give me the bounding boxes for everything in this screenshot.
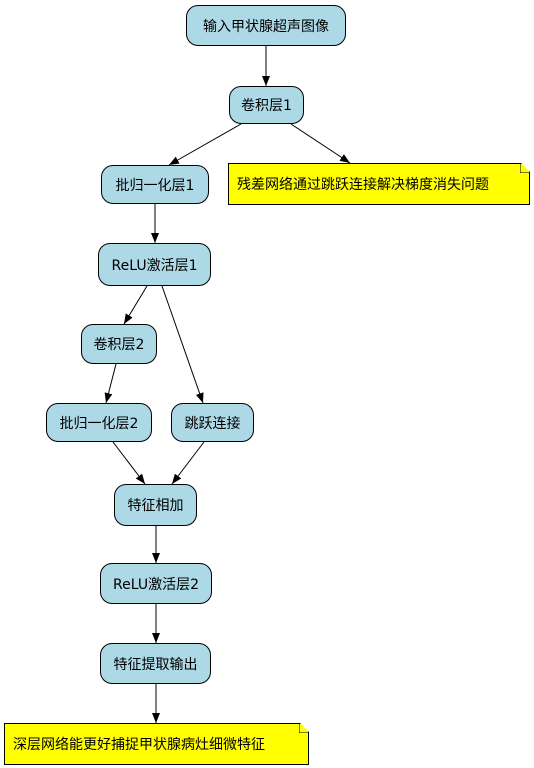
node-extract: 特征提取输出 <box>100 643 211 684</box>
node-conv1: 卷积层1 <box>229 86 304 124</box>
node-conv2: 卷积层2 <box>81 324 157 364</box>
note-residual-text: 残差网络通过跳跃连接解决梯度消失问题 <box>237 177 489 193</box>
note-deep: 深层网络能更好捕捉甲状腺病灶细微特征 <box>4 723 309 765</box>
node-bn1: 批归一化层1 <box>101 165 209 204</box>
edge-conv1-bn1 <box>168 123 242 166</box>
edge-skip-add <box>171 441 205 485</box>
edge-conv2-bn2 <box>104 363 117 404</box>
node-bn2: 批归一化层2 <box>46 403 152 442</box>
node-input: 输入甲状腺超声图像 <box>186 5 346 46</box>
node-skip: 跳跃连接 <box>171 403 254 442</box>
edge-conv1-note <box>290 123 351 164</box>
edge-relu1-conv2 <box>123 285 148 325</box>
node-relu2: ReLU激活层2 <box>100 563 212 604</box>
edge-relu1-skip <box>161 285 204 404</box>
node-add: 特征相加 <box>114 484 197 526</box>
note-residual: 残差网络通过跳跃连接解决梯度消失问题 <box>228 163 530 205</box>
edge-bn2-add <box>112 441 146 485</box>
note-deep-text: 深层网络能更好捕捉甲状腺病灶细微特征 <box>13 737 265 753</box>
node-relu1: ReLU激活层1 <box>98 243 211 286</box>
